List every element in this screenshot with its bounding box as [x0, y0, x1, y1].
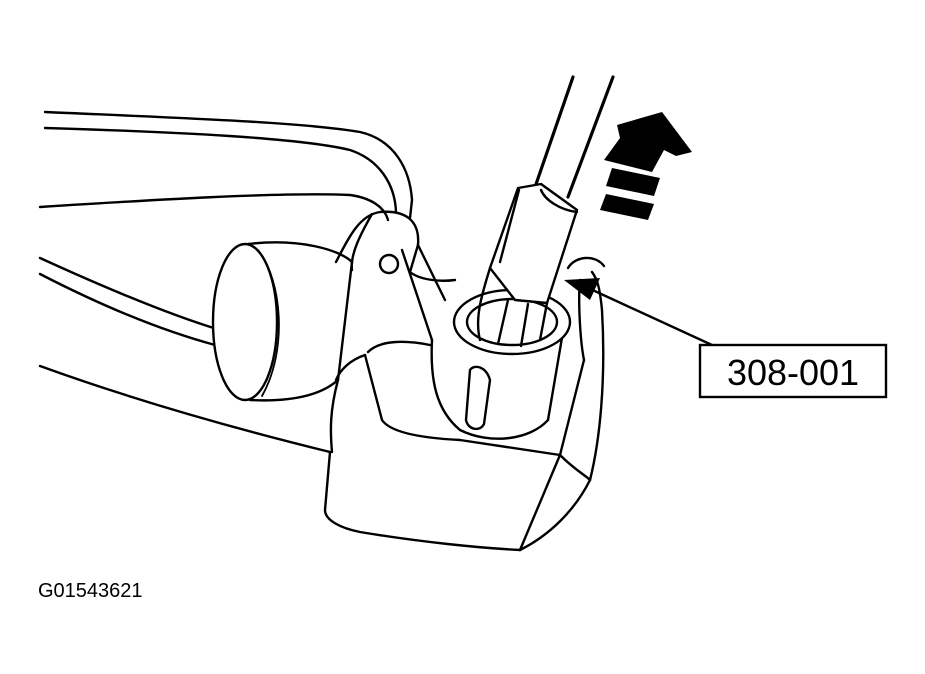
up-right-arrow-icon — [600, 112, 692, 220]
control-arm — [38, 110, 414, 454]
socket-collar — [430, 288, 572, 440]
hex-bit-tool — [476, 75, 615, 348]
leader-arrow-icon — [564, 278, 714, 347]
figure-id: G01543621 — [38, 580, 143, 602]
knuckle-housing — [323, 210, 606, 552]
callout-box: 308-001 — [698, 343, 888, 399]
callout-label: 308-001 — [727, 352, 859, 393]
steering-boot — [211, 241, 354, 402]
